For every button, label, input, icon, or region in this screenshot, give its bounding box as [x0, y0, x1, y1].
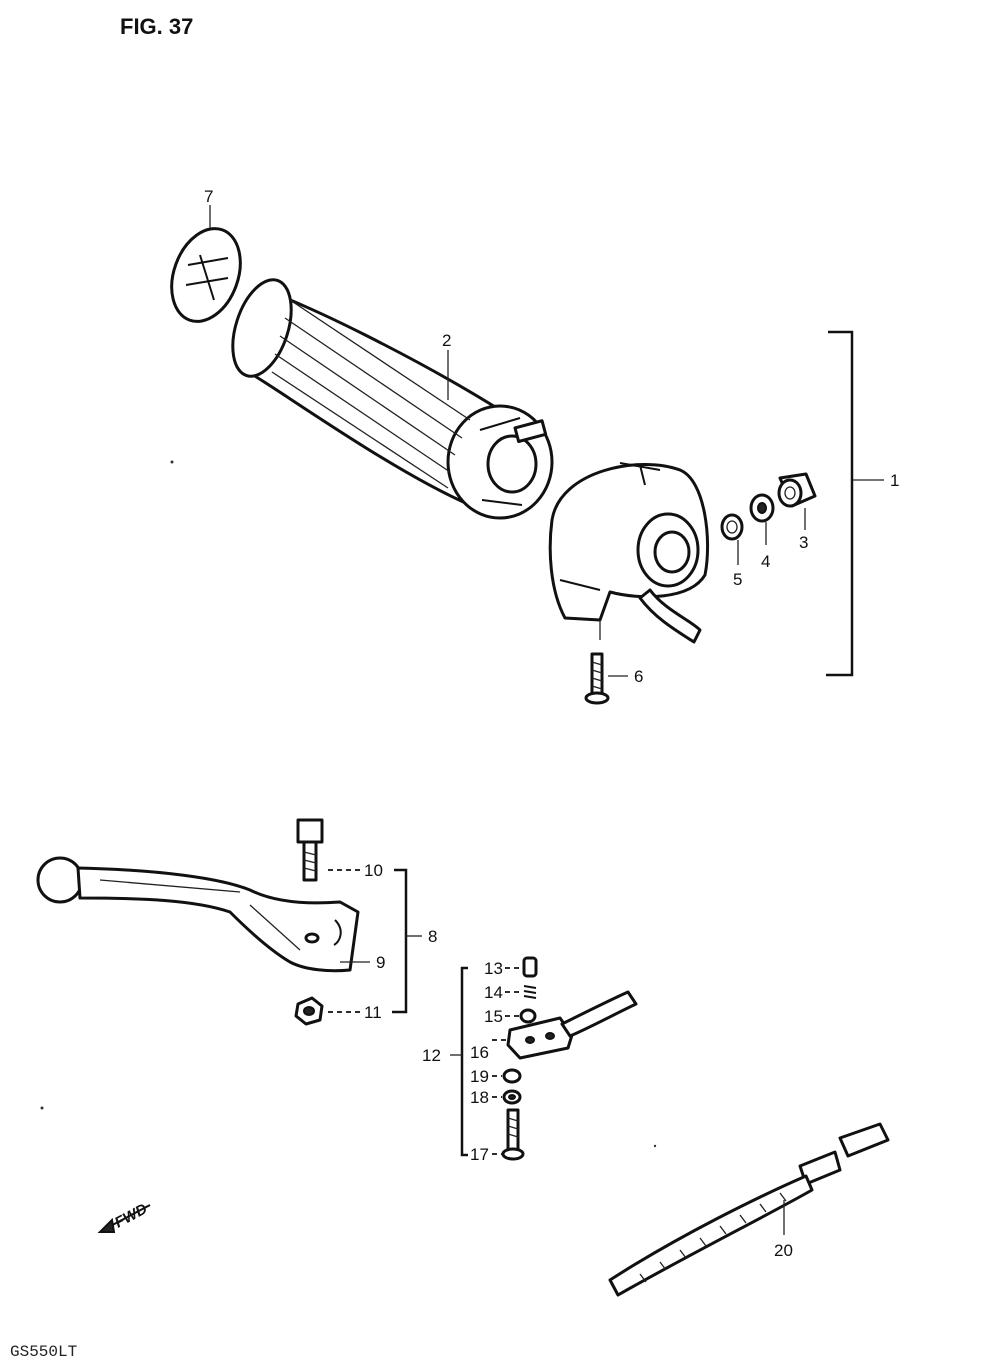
part-3-collar-nut [777, 472, 817, 508]
callout-8: 8 [428, 927, 437, 946]
callout-9: 9 [376, 953, 385, 972]
part-1-switch-housing [548, 462, 710, 644]
part-20-cable-tie [608, 1122, 890, 1297]
scan-dot [170, 460, 174, 464]
forward-mark: FWD [112, 1200, 150, 1231]
callout-17: 17 [470, 1145, 489, 1164]
callout-16: 16 [470, 1043, 489, 1062]
part-2-handlebar-grip [231, 278, 554, 520]
part-15-ball [519, 1008, 537, 1024]
callout-7: 7 [204, 187, 213, 206]
model-code: GS550LT [10, 1343, 77, 1361]
bracket-assembly-8 [392, 868, 408, 1014]
bracket-assembly-12 [460, 966, 468, 1157]
callout-18: 18 [470, 1088, 489, 1107]
callout-3: 3 [799, 533, 808, 552]
callout-11: 11 [364, 1003, 382, 1022]
callout-4: 4 [761, 552, 770, 571]
part-19-washer [502, 1068, 522, 1084]
callout-20: 20 [774, 1241, 793, 1260]
scan-dot [40, 1106, 44, 1110]
part-14-spring [523, 985, 537, 999]
part-13-screw [522, 956, 538, 978]
forward-arrow-icon [97, 1204, 151, 1233]
callout-13: 13 [484, 959, 503, 978]
callout-1: 1 [890, 471, 899, 490]
part-6-screw [584, 652, 610, 705]
bracket-assembly-1 [826, 330, 854, 677]
part-4-washer [749, 493, 775, 523]
callout-19: 19 [470, 1067, 489, 1086]
part-9-brake-lever [36, 856, 360, 973]
part-11-nut [294, 996, 324, 1026]
callout-6: 6 [634, 667, 643, 686]
callout-2: 2 [442, 331, 451, 350]
part-7-end-cap [170, 205, 242, 323]
part-17-screw [501, 1108, 525, 1161]
scan-dot [653, 1144, 657, 1148]
part-16-switch-body [506, 990, 638, 1060]
part-18-washer [502, 1089, 522, 1105]
figure-title: FIG. 37 [120, 14, 193, 39]
callout-10: 10 [364, 861, 383, 880]
callout-14: 14 [484, 983, 503, 1002]
callout-12: 12 [422, 1046, 441, 1065]
callout-5: 5 [733, 570, 742, 589]
callout-15: 15 [484, 1007, 503, 1026]
part-5-spring-washer [720, 513, 744, 541]
part-10-pivot-bolt [296, 818, 324, 882]
